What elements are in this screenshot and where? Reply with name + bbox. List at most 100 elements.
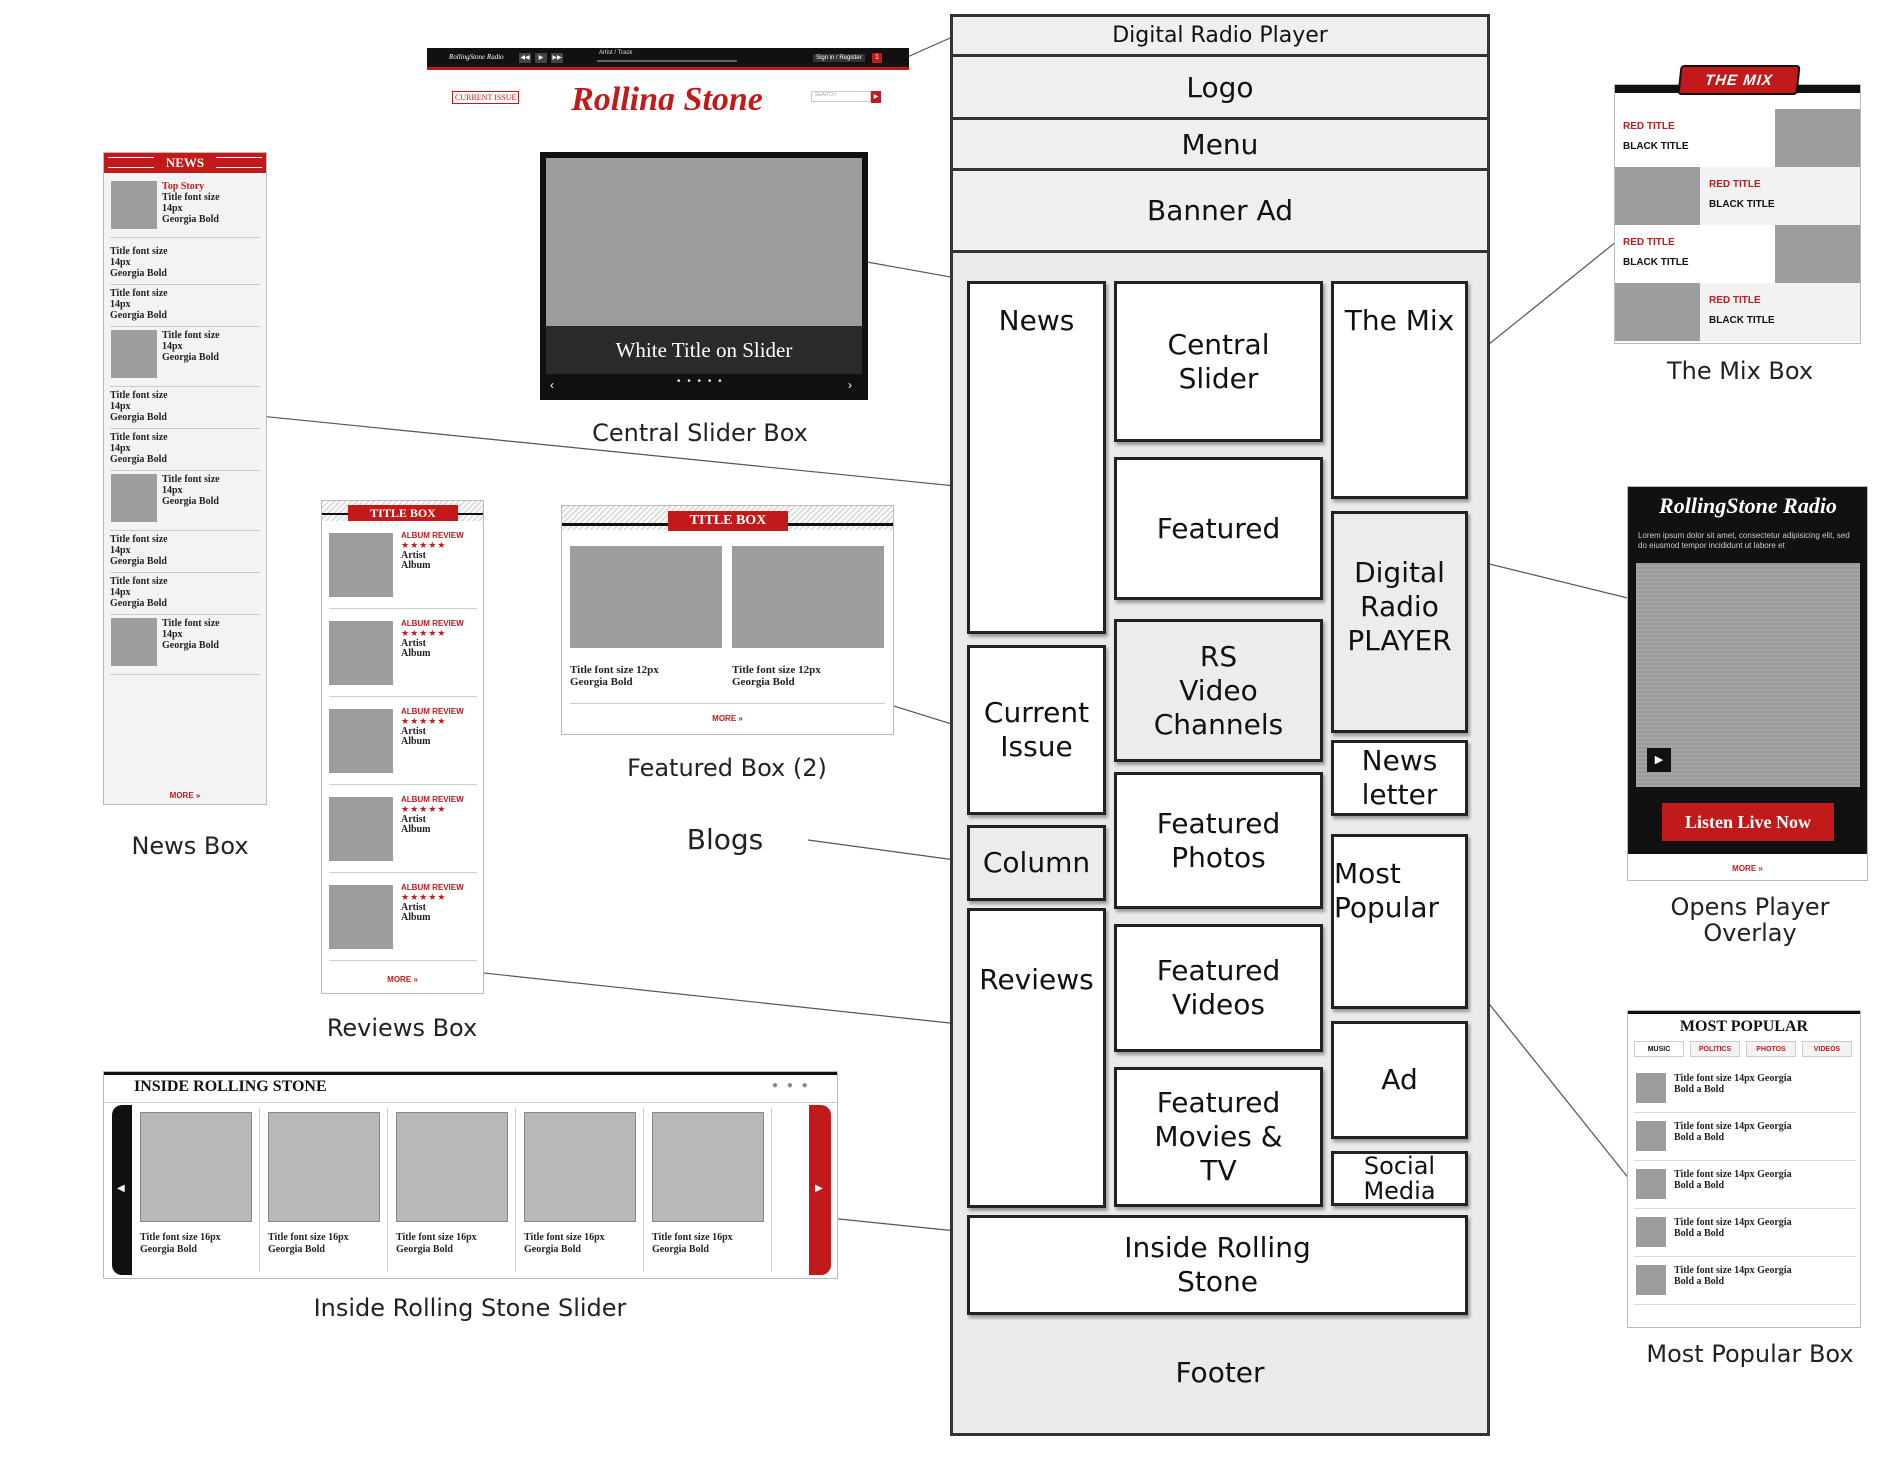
- featured-image-1[interactable]: [570, 546, 722, 648]
- review-artist: Artist: [401, 814, 426, 825]
- most-popular-thumbnail[interactable]: [1636, 1121, 1666, 1151]
- inside-prev-button[interactable]: ◀: [112, 1105, 132, 1275]
- slider-dots[interactable]: • • • • •: [677, 376, 724, 387]
- mix-red-title: RED TITLE: [1623, 121, 1675, 132]
- radio-video-area[interactable]: [1636, 563, 1860, 787]
- most-popular-thumbnail[interactable]: [1636, 1217, 1666, 1247]
- news-more-link[interactable]: MORE »: [169, 791, 201, 800]
- tab-politics[interactable]: POLITICS: [1690, 1041, 1740, 1057]
- forward-icon[interactable]: ▶▶: [551, 53, 563, 63]
- signin-link[interactable]: Sign in / Register: [813, 54, 865, 62]
- inside-thumbnail[interactable]: [268, 1112, 380, 1222]
- featured-more-link[interactable]: MORE »: [712, 714, 743, 723]
- news-thumbnail[interactable]: [111, 618, 157, 666]
- mix-thumbnail[interactable]: [1775, 109, 1860, 167]
- search-input[interactable]: SEARCH: [811, 91, 871, 102]
- rewind-icon[interactable]: ◀◀: [519, 53, 531, 63]
- progress-track[interactable]: [597, 60, 737, 62]
- row-footer: Footer: [1175, 1355, 1265, 1389]
- mix-thumbnail[interactable]: [1775, 225, 1860, 283]
- most-popular-thumbnail[interactable]: [1636, 1169, 1666, 1199]
- tab-music[interactable]: MUSIC: [1634, 1041, 1684, 1057]
- news-thumbnail[interactable]: [111, 474, 157, 522]
- inside-thumbnail[interactable]: [140, 1112, 252, 1222]
- mix-thumbnail[interactable]: [1615, 283, 1700, 341]
- inside-thumbnail[interactable]: [396, 1112, 508, 1222]
- album-cover[interactable]: [329, 885, 393, 949]
- close-icon[interactable]: 1: [872, 53, 882, 63]
- most-popular-thumbnail[interactable]: [1636, 1073, 1666, 1103]
- radio-more-link[interactable]: MORE »: [1732, 864, 1763, 873]
- slider-prev-icon[interactable]: ‹: [550, 378, 554, 392]
- album-cover[interactable]: [329, 797, 393, 861]
- album-cover[interactable]: [329, 533, 393, 597]
- reviews-more-link[interactable]: MORE »: [387, 975, 418, 984]
- news-thumbnail[interactable]: [111, 181, 157, 229]
- current-issue-badge[interactable]: CURRENT ISSUE: [452, 91, 520, 104]
- inside-thumbnail[interactable]: [652, 1112, 764, 1222]
- slider-next-icon[interactable]: ›: [848, 378, 852, 392]
- most-popular-thumbnail[interactable]: [1636, 1265, 1666, 1295]
- inside-slider-dots[interactable]: ● ● ●: [772, 1080, 811, 1091]
- inside-thumbnail[interactable]: [524, 1112, 636, 1222]
- play-icon[interactable]: ▶: [535, 53, 547, 63]
- listen-live-button[interactable]: Listen Live Now: [1662, 803, 1834, 841]
- play-button-icon[interactable]: ▶: [1647, 748, 1671, 772]
- featured-image-2[interactable]: [732, 546, 884, 648]
- news-thumbnail[interactable]: [111, 330, 157, 378]
- tab-photos[interactable]: PHOTOS: [1746, 1041, 1796, 1057]
- inside-next-button[interactable]: ▶: [809, 1105, 831, 1275]
- search-icon[interactable]: ▶: [871, 91, 881, 103]
- tab-videos[interactable]: VIDEOS: [1802, 1041, 1852, 1057]
- slider-image: [546, 158, 862, 326]
- wf-featured: Featured: [1114, 457, 1323, 600]
- album-cover[interactable]: [329, 709, 393, 773]
- album-cover[interactable]: [329, 621, 393, 685]
- mix-thumbnail[interactable]: [1615, 167, 1700, 225]
